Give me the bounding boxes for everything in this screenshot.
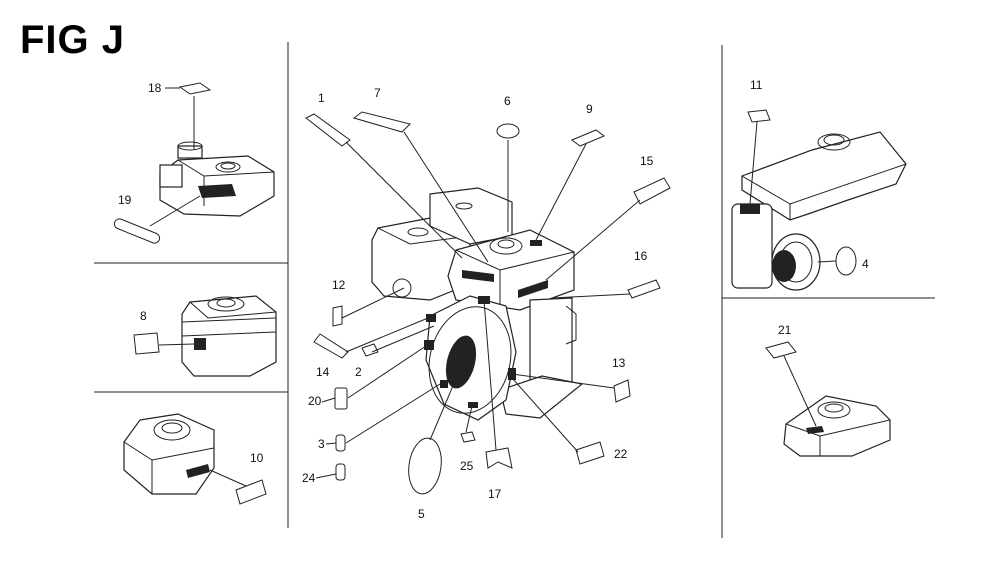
- label-19-decal: [113, 218, 161, 244]
- leader-lines: [341, 131, 641, 453]
- label-20-decal: [334, 387, 348, 410]
- label-16-decal: [627, 279, 661, 299]
- callout-12: 12: [332, 278, 346, 292]
- callout-16: 16: [634, 249, 648, 263]
- callout-3: 3: [318, 437, 325, 451]
- fuel-tank-middle-left: [181, 295, 277, 377]
- callout-15: 15: [640, 154, 654, 168]
- callout-25: 25: [460, 459, 474, 473]
- label-25-decal: [460, 431, 476, 443]
- label-21-decal: [765, 341, 797, 359]
- label-22-decal: [575, 441, 605, 465]
- label-15-decal: [633, 177, 671, 205]
- label-1-decal: [305, 113, 351, 147]
- callout-5: 5: [418, 507, 425, 521]
- label-12-decal: [332, 305, 343, 327]
- fuel-tank-bottom-right: [783, 395, 891, 457]
- panel-dividers: [94, 42, 935, 538]
- label-9-decal: [571, 129, 605, 147]
- engine-assembly: [371, 187, 584, 421]
- label-8-decal: [133, 332, 160, 355]
- label-11-decal: [747, 109, 771, 123]
- callout-20: 20: [308, 394, 322, 408]
- callout-6: 6: [504, 94, 511, 108]
- callout-14: 14: [316, 365, 330, 379]
- callout-22: 22: [614, 447, 628, 461]
- callout-2: 2: [355, 365, 362, 379]
- callout-9: 9: [586, 102, 593, 116]
- callout-24: 24: [302, 471, 316, 485]
- label-2-decal: [361, 343, 379, 357]
- fuel-tank-top-left: [159, 141, 275, 217]
- callout-19: 19: [118, 193, 132, 207]
- callout-18: 18: [148, 81, 162, 95]
- callout-7: 7: [374, 86, 381, 100]
- label-4-decal: [835, 246, 857, 276]
- callout-11: 11: [750, 78, 763, 92]
- label-6-decal: [496, 123, 520, 139]
- label-10-decal: [235, 479, 267, 505]
- label-14-decal: [313, 333, 349, 359]
- label-13-decal: [613, 379, 631, 403]
- callout-numbers: 1 7 6 9 15 16 12 14 2 20 3 24 5 25 17 13…: [118, 78, 869, 521]
- label-5-decal: [408, 437, 442, 495]
- label-24-decal: [335, 463, 346, 481]
- label-3-decal: [335, 434, 346, 452]
- callout-4: 4: [862, 257, 869, 271]
- label-17-decal: [485, 447, 513, 469]
- callout-21: 21: [778, 323, 792, 337]
- label-7-decal: [352, 111, 411, 133]
- fuel-tank-top-right: [731, 131, 907, 291]
- figure-title: FIG J: [20, 18, 126, 62]
- callout-8: 8: [140, 309, 147, 323]
- callout-10: 10: [250, 451, 264, 465]
- callout-13: 13: [612, 356, 626, 370]
- fuel-tank-bottom-left: [123, 413, 215, 495]
- label-18-decal: [178, 82, 212, 95]
- callout-17: 17: [488, 487, 502, 501]
- callout-1: 1: [318, 91, 325, 105]
